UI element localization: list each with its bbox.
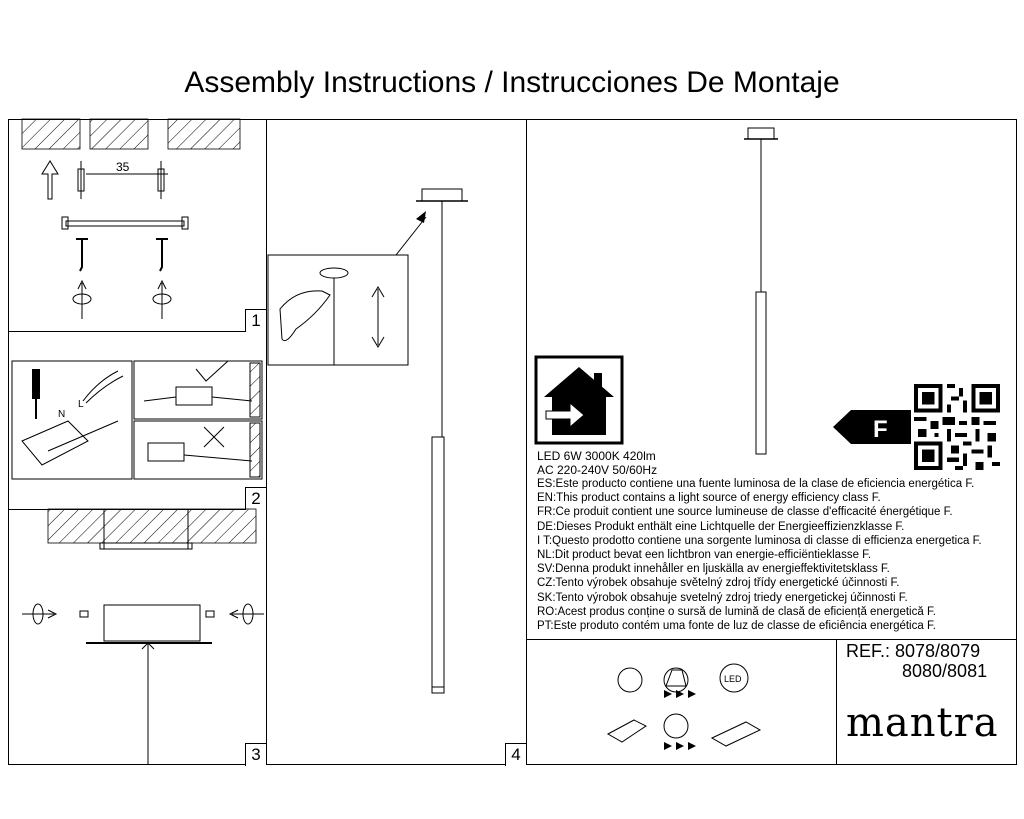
statement-sv: SV:Denna produkt innehåller en ljuskälla…	[537, 563, 890, 576]
led-icon	[719, 663, 749, 693]
lamp-icon	[617, 667, 643, 693]
reference-block: REF.: 8078/8079 8080/8081	[846, 641, 987, 681]
product-drawing	[744, 127, 778, 455]
step1-illustration: 35	[21, 118, 241, 319]
led-spec: LED 6W 3000K 420lm AC 220-240V 50/60Hz	[537, 449, 657, 477]
statement-sk: SK:Tento výrobok obsahuje svetelný zdroj…	[537, 591, 908, 604]
energy-class-letter: F	[873, 416, 888, 443]
statement-cz: CZ:Tento výrobek obsahuje světelný zdroj…	[537, 577, 900, 590]
divider	[8, 331, 267, 333]
step3-illustration	[22, 508, 264, 765]
wire-letter-l: L	[78, 399, 84, 410]
brand-logo: mantra	[846, 700, 999, 746]
replacement-icons: LED	[606, 663, 762, 750]
qr-code-icon	[914, 384, 1000, 470]
page-title: Assembly Instructions / Instrucciones De…	[184, 66, 840, 99]
step2-illustration: N L	[11, 360, 263, 480]
statement-en: EN:This product contains a light source …	[537, 492, 881, 505]
dimension-label: 35	[116, 160, 130, 174]
divider	[526, 639, 1017, 641]
divider	[266, 119, 268, 765]
step-number-1: 1	[245, 309, 266, 332]
step-number-4: 4	[505, 743, 526, 766]
power-spec-line: AC 220-240V 50/60Hz	[537, 463, 658, 477]
statement-pt: PT:Este produto contém uma fonte de luz …	[537, 620, 936, 633]
logo-text: mantra	[846, 700, 999, 746]
statement-nl: NL:Dit product bevat een lichtbron van e…	[537, 549, 872, 562]
reference-line-1: REF.: 8078/8079	[846, 641, 981, 661]
step-number-3: 3	[245, 743, 266, 766]
statement-de: DE:Dieses Produkt enthält eine Lichtquel…	[537, 520, 905, 533]
reference-line-2: 8080/8081	[902, 661, 988, 681]
led-icon-label: LED	[724, 674, 742, 684]
statement-fr: FR:Ce produit contient une source lumine…	[537, 506, 953, 519]
energy-class-arrow: F	[833, 410, 911, 444]
step4-illustration	[267, 188, 468, 694]
wire-letter-n: N	[58, 409, 65, 420]
divider	[526, 119, 528, 765]
divider	[836, 639, 838, 765]
statement-ro: RO:Acest produs conține o sursă de lumin…	[537, 605, 936, 618]
statement-es: ES:Este producto contiene una fuente lum…	[537, 478, 975, 490]
led-spec-line: LED 6W 3000K 420lm	[537, 449, 656, 463]
statement-it: I T:Questo prodotto contiene una sorgent…	[537, 534, 982, 547]
indoor-use-icon	[534, 355, 624, 445]
energy-statements: ES:Este producto contiene una fuente lum…	[537, 477, 982, 633]
step-number-2: 2	[245, 487, 266, 510]
driver-icon	[606, 719, 647, 743]
